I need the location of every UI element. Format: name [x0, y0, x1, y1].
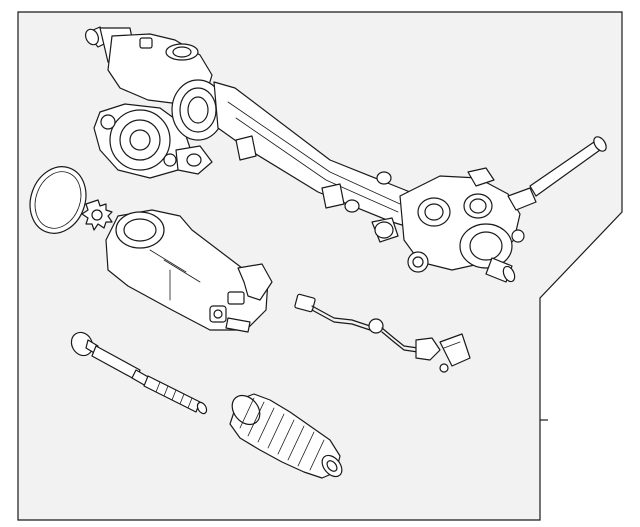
electric-assist-motor [105, 209, 273, 333]
electrical-harness [294, 293, 471, 373]
pinion-gear [81, 199, 113, 231]
steering-gear-rack-housing [84, 26, 607, 283]
rack-boot [229, 393, 343, 479]
inner-tie-rod [70, 331, 208, 415]
o-ring-seal [29, 166, 87, 234]
